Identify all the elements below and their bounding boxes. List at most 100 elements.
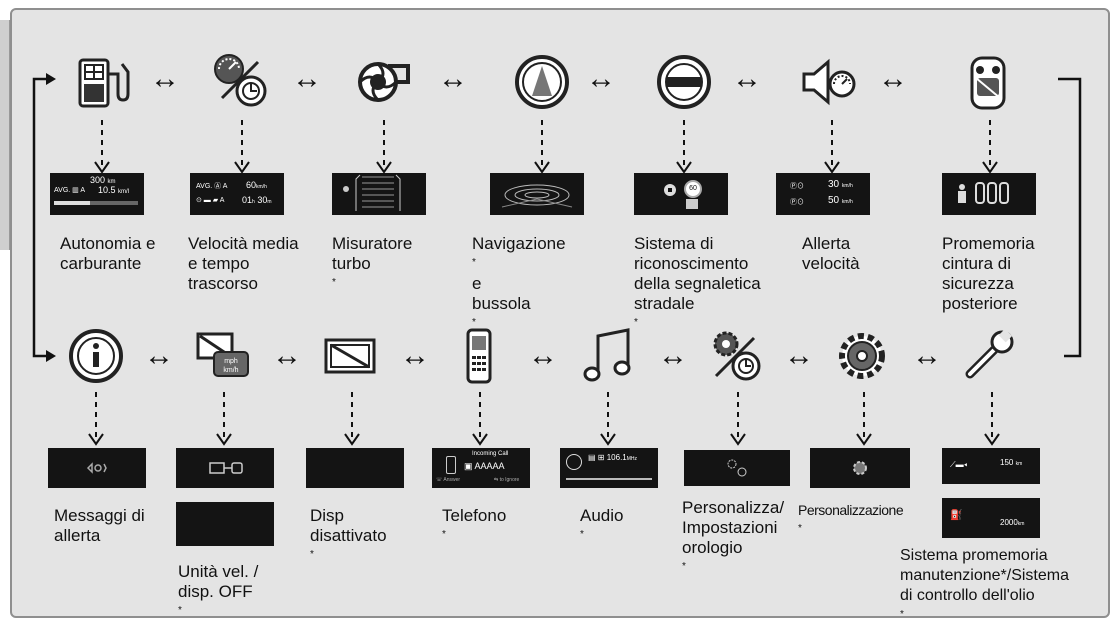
thumb-speed-value: 60 [246,180,257,190]
down-arrow [234,120,250,174]
thumb-incoming-call: Incoming Call [472,451,509,457]
thumb-range-value: 300 [90,175,106,185]
thumb-minutes: 30 [257,195,268,205]
h-arrow: ↔ [144,339,174,372]
thumb-ignore: Ignore [505,477,520,483]
thumb-trip-label: A [80,187,86,194]
thumb-traffic-sign: 60 [634,173,728,215]
thumb-avg-label: AVG. [54,187,71,194]
h-arrow: ↔ [528,339,558,372]
down-arrow [856,392,872,446]
thumb-alert-unit: km/h [841,183,853,189]
h-arrow: ↔ [272,339,302,372]
speed-time-icon [210,50,270,110]
thumb-economy-value: 10.5 [98,185,116,195]
down-arrow [982,120,998,174]
rear-seatbelt-icon [958,52,1018,112]
down-arrow [216,392,232,446]
thumb-speed-alert: Ⓟ⊙ 30 km/h Ⓟ⊙ 50 km/h [776,173,870,215]
thumb-frequency-unit: MHz [626,456,638,462]
h-arrow: ↔ [658,339,688,372]
gear-icon [832,326,892,386]
thumb-answer: Answer [443,477,461,483]
thumb-warnings [48,448,146,488]
thumb-display-off-1 [176,502,274,546]
h-arrow: ↔ [150,62,180,95]
h-arrow: ↔ [732,62,762,95]
thumb-turbo [332,173,426,215]
down-arrow [94,120,110,174]
thumb-speed-unit [176,448,274,488]
speed-alert-icon [800,52,860,112]
down-arrow [376,120,392,174]
thumb-alert-2: 50 [828,195,840,206]
thumb-alert-unit: km/h [841,199,853,205]
thumb-caller-name: AAAAA [474,461,505,471]
thumb-rear-seatbelt [942,173,1036,215]
customize-clock-icon [706,326,766,386]
navigation-compass-icon [512,52,572,112]
down-arrow [88,392,104,446]
thumb-average-speed: AVG. Ⓐ A 60km/h ⊙ ▬ ▰ A 01h 30m [190,173,284,215]
thumb-range-fuel: 300 km AVG. ▥ A 10.5 km/l [50,173,144,215]
info-icon [66,326,126,386]
down-arrow [824,120,840,174]
h-arrow: ↔ [878,62,908,95]
left-tab-edge [0,20,10,250]
thumb-avg-label: AVG. [196,183,213,190]
label-audio: Audio* [580,506,624,540]
label-speed-unit: Unità vel. /disp. OFF* [178,562,259,616]
h-arrow: ↔ [438,62,468,95]
phone-icon [450,326,510,386]
thumb-customize-clock [684,450,790,486]
down-arrow [600,392,616,446]
down-arrow [730,392,746,446]
thumb-frequency: 106.1 [606,453,627,462]
thumb-customize [810,448,910,488]
thumb-alert-1: 30 [828,179,840,190]
speed-unit-icon: mph km/h [192,326,252,386]
thumb-trip-label: A [222,183,228,190]
h-arrow: ↔ [586,62,616,95]
down-arrow [534,120,550,174]
thumb-maint-value: 150 [1000,458,1014,467]
down-arrow [344,392,360,446]
thumb-speed-sign: 60 [684,180,702,198]
thumb-display-off-2 [306,448,404,488]
svg-text:mph: mph [224,358,238,365]
down-arrow [472,392,488,446]
h-arrow: ↔ [292,62,322,95]
thumb-hours: 01 [242,195,253,205]
thumb-navigation [490,173,584,215]
thumb-phone: Incoming Call ▣ AAAAA ☏ Answer ⇆ to Igno… [432,448,530,488]
thumb-audio: ▤ ⊞ 106.1MHz [560,448,658,488]
thumb-hours-unit: h [252,199,255,205]
fuel-pump-icon [72,52,132,112]
h-arrow: ↔ [912,339,942,372]
down-arrow [984,392,1000,446]
h-arrow: ↔ [400,339,430,372]
label-customize: Personalizzazione* [798,502,904,534]
display-off-icon [320,326,380,386]
traffic-sign-icon [654,52,714,112]
music-note-icon [578,326,638,386]
thumb-economy-unit: km/l [118,189,130,195]
down-arrow [676,120,692,174]
turbo-icon [352,52,412,112]
thumb-range-unit: km [107,179,116,185]
thumb-maintenance: ⟋▬◂ 150 km [942,448,1040,484]
wrench-icon [960,326,1020,386]
svg-text:km/h: km/h [223,367,238,374]
